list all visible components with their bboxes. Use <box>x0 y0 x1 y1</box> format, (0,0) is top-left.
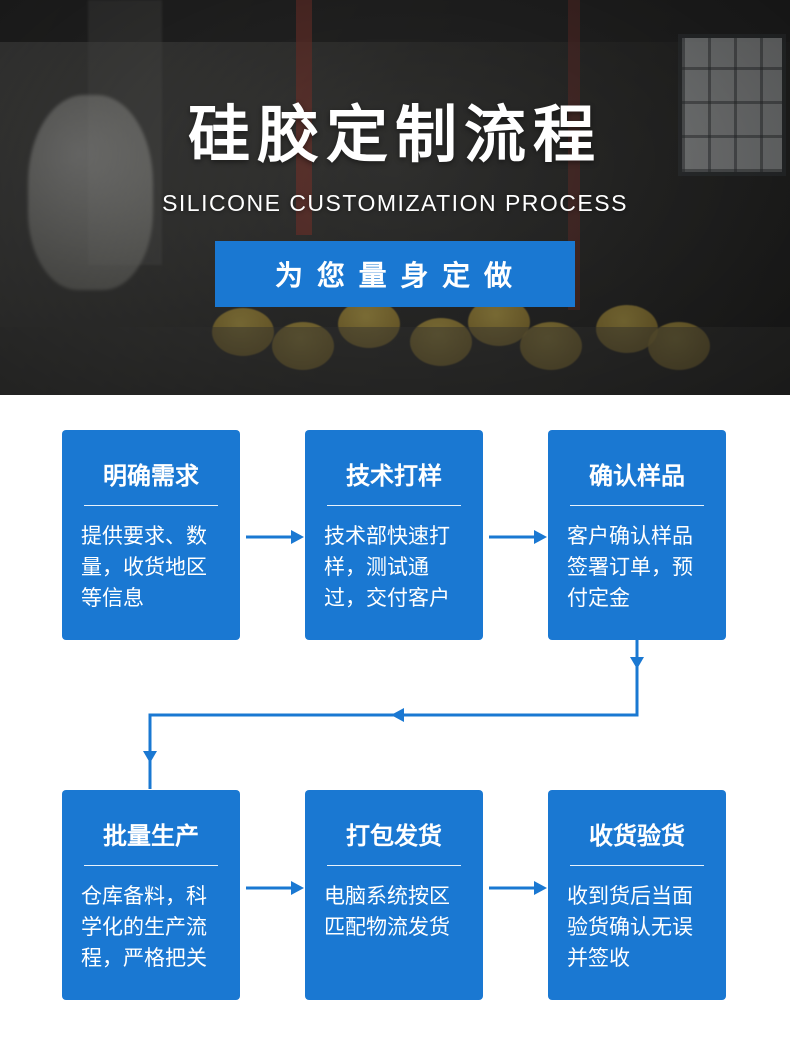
hero-content: 硅胶定制流程 SILICONE CUSTOMIZATION PROCESS 为 … <box>0 0 790 395</box>
step-title: 批量生产 <box>103 823 199 850</box>
step-desc: 仓库备料，科学化的生产流程，严格把关 <box>81 885 207 970</box>
page-title: 硅胶定制流程 <box>187 101 602 170</box>
step-divider <box>327 865 461 866</box>
step-card-receive-inspect: 收货验货 收到货后当面验货确认无误并签收 <box>548 790 726 1000</box>
step-divider <box>570 865 704 866</box>
step-desc: 客户确认样品签署订单，预付定金 <box>567 525 693 610</box>
step-title: 确认样品 <box>589 463 685 490</box>
page-subtitle: SILICONE CUSTOMIZATION PROCESS <box>162 190 628 216</box>
step-card-sampling: 技术打样 技术部快速打样，测试通过，交付客户 <box>305 430 483 640</box>
step-desc: 提供要求、数量，收货地区等信息 <box>81 525 207 610</box>
hero-banner: 为 您 量 身 定 做 <box>215 241 575 307</box>
step-desc: 电脑系统按区匹配物流发货 <box>324 885 450 939</box>
step-desc: 技术部快速打样，测试通过，交付客户 <box>324 525 450 610</box>
step-card-mass-production: 批量生产 仓库备料，科学化的生产流程，严格把关 <box>62 790 240 1000</box>
step-title: 明确需求 <box>103 463 199 490</box>
hero-section: 硅胶定制流程 SILICONE CUSTOMIZATION PROCESS 为 … <box>0 0 790 395</box>
step-desc: 收到货后当面验货确认无误并签收 <box>567 885 693 970</box>
step-title: 打包发货 <box>346 823 442 850</box>
step-card-confirm-sample: 确认样品 客户确认样品签署订单，预付定金 <box>548 430 726 640</box>
step-title: 收货验货 <box>589 823 685 850</box>
step-card-packing-shipping: 打包发货 电脑系统按区匹配物流发货 <box>305 790 483 1000</box>
photo-dark-overlay <box>0 0 790 395</box>
factory-photo-background <box>0 0 790 395</box>
step-divider <box>84 505 218 506</box>
step-card-requirements: 明确需求 提供要求、数量，收货地区等信息 <box>62 430 240 640</box>
step-divider <box>570 505 704 506</box>
step-divider <box>84 865 218 866</box>
step-title: 技术打样 <box>346 463 442 490</box>
step-divider <box>327 505 461 506</box>
